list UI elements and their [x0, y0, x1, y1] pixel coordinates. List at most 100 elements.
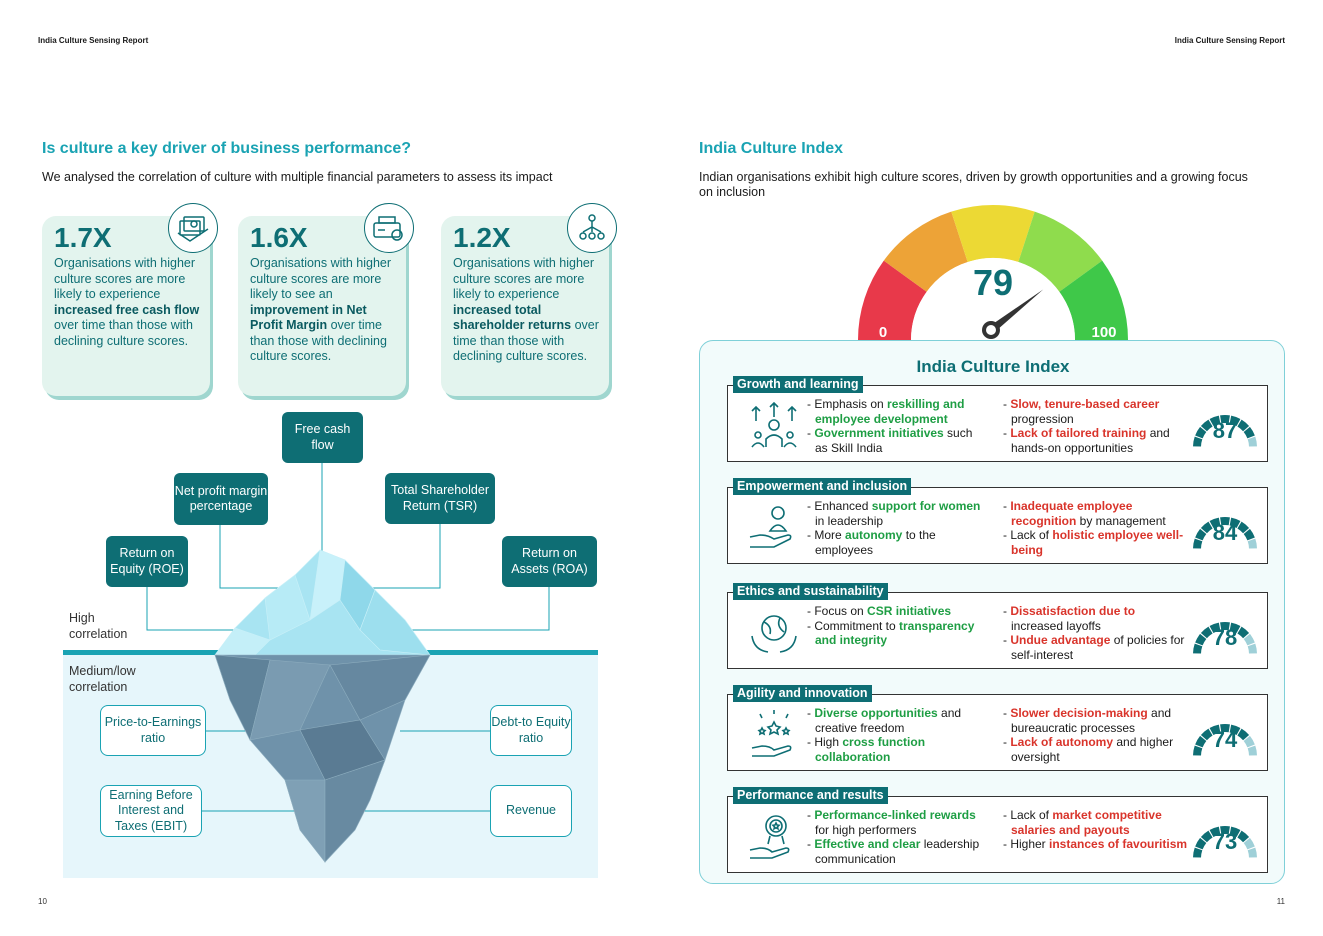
- right-page-title: India Culture Index: [699, 140, 844, 157]
- category-box: [727, 385, 1268, 462]
- score-tick: [1229, 622, 1241, 633]
- running-header-left: India Culture Sensing Report: [38, 36, 149, 45]
- score-tick: [1220, 724, 1230, 733]
- globe-hands-icon: [746, 606, 802, 658]
- score-gauge: [1191, 403, 1259, 451]
- category-strengths: - Performance-linked rewards for high pe…: [807, 808, 980, 866]
- connector-npm: [219, 525, 300, 589]
- score-tick: [1229, 826, 1241, 837]
- driver-net-profit-margin: Net profit margin percentage: [174, 473, 268, 525]
- medal-hand-icon: [746, 810, 802, 862]
- score-tick: [1220, 415, 1230, 424]
- score-tick: [1243, 528, 1255, 541]
- driver-pe-ratio: Price-to-Earnings ratio: [100, 705, 206, 756]
- score-tick: [1229, 517, 1241, 528]
- stat-value: 1.6X: [250, 222, 308, 253]
- score-tick: [1200, 830, 1213, 843]
- score-tick: [1209, 826, 1221, 837]
- page-number-right: 11: [1276, 897, 1285, 906]
- score-tick: [1200, 626, 1213, 639]
- score-tick: [1247, 847, 1257, 858]
- driver-tsr: Total Shareholder Return (TSR): [385, 473, 495, 524]
- score-tick: [1200, 521, 1213, 534]
- score-tick: [1229, 724, 1241, 735]
- category-title: Performance and results: [733, 787, 888, 804]
- category-box: [727, 592, 1268, 669]
- left-page-title: Is culture a key driver of business perf…: [42, 140, 412, 157]
- driver-debt-equity: Debt-to Equity ratio: [490, 705, 572, 756]
- gauge-segment: [858, 260, 927, 340]
- category-title: Ethics and sustainability: [733, 583, 888, 600]
- score-tick: [1237, 626, 1250, 639]
- right-page-lead: Indian organisations exhibit high cultur…: [699, 170, 1248, 199]
- score-value: 74: [1212, 727, 1238, 752]
- score-tick: [1243, 837, 1255, 850]
- category-challenges: - Inadequate employee recognition by man…: [1003, 499, 1184, 557]
- score-tick: [1229, 415, 1241, 426]
- score-tick: [1195, 528, 1207, 541]
- score-tick: [1247, 745, 1257, 756]
- score-tick: [1237, 419, 1250, 432]
- woman-in-hand-icon: [746, 501, 802, 553]
- score-tick: [1243, 735, 1255, 748]
- score-tick: [1193, 538, 1203, 549]
- score-tick: [1193, 643, 1203, 654]
- score-tick: [1237, 830, 1250, 843]
- category-challenges: - Lack of market competitive salaries an…: [1003, 808, 1188, 851]
- category-strengths: - Emphasis on reskilling and employee de…: [807, 397, 973, 455]
- high-correlation-label: High correlation: [69, 611, 128, 641]
- category-challenges: - Slower decision-making and bureaucrati…: [1003, 706, 1174, 764]
- score-tick: [1237, 728, 1250, 741]
- score-gauge: [1191, 505, 1259, 553]
- profit-machine-icon: [364, 203, 414, 253]
- category-title: Growth and learning: [733, 376, 863, 393]
- score-tick: [1195, 837, 1207, 850]
- category-strengths: - Diverse opportunities and creative fre…: [807, 706, 962, 764]
- stat-description: Organisations with higher culture scores…: [250, 256, 392, 363]
- driver-roa: Return on Assets (ROA): [502, 536, 597, 587]
- category-box: [727, 487, 1268, 564]
- gauge-segment: [883, 211, 968, 292]
- score-tick: [1220, 826, 1230, 835]
- cash-stack-icon: [168, 203, 218, 253]
- score-tick: [1193, 745, 1203, 756]
- hand-stars-icon: [746, 708, 802, 760]
- driver-roe: Return on Equity (ROE): [106, 536, 188, 587]
- category-challenges: - Dissatisfaction due to increased layof…: [1003, 604, 1185, 662]
- score-tick: [1243, 426, 1255, 439]
- score-tick: [1195, 426, 1207, 439]
- stat-description: Organisations with higher culture scores…: [54, 256, 200, 348]
- iceberg-top: [214, 549, 431, 656]
- score-tick: [1237, 521, 1250, 534]
- score-tick: [1209, 724, 1221, 735]
- category-box: [727, 796, 1268, 873]
- stat-description: Organisations with higher culture scores…: [453, 256, 599, 363]
- running-header-right: India Culture Sensing Report: [1174, 36, 1285, 45]
- score-gauge: [1191, 712, 1259, 760]
- gauge-segment: [1059, 260, 1128, 340]
- score-tick: [1247, 538, 1257, 549]
- score-tick: [1195, 735, 1207, 748]
- category-strengths: - Enhanced support for women in leadersh…: [807, 499, 981, 557]
- score-gauge: [1191, 610, 1259, 658]
- connector-tsr: [345, 524, 441, 589]
- driver-ebit: Earning Before Interest and Taxes (EBIT): [100, 785, 202, 837]
- score-tick: [1200, 419, 1213, 432]
- gauge-min-label: 0: [879, 324, 887, 341]
- score-tick: [1193, 847, 1203, 858]
- gauge-segment: [1018, 211, 1103, 292]
- score-tick: [1209, 517, 1221, 528]
- score-tick: [1200, 728, 1213, 741]
- score-tick: [1247, 643, 1257, 654]
- score-value: 87: [1212, 418, 1238, 443]
- growth-people-icon: [746, 399, 802, 451]
- gauge-max-label: 100: [1091, 324, 1116, 341]
- panel-title: India Culture Index: [916, 357, 1070, 376]
- gauge-segment: [951, 205, 1035, 263]
- left-page-lead: We analysed the correlation of culture w…: [42, 170, 553, 184]
- driver-revenue: Revenue: [490, 785, 572, 837]
- low-correlation-label: Medium/low correlation: [69, 664, 136, 694]
- score-tick: [1247, 436, 1257, 447]
- category-box: [727, 694, 1268, 771]
